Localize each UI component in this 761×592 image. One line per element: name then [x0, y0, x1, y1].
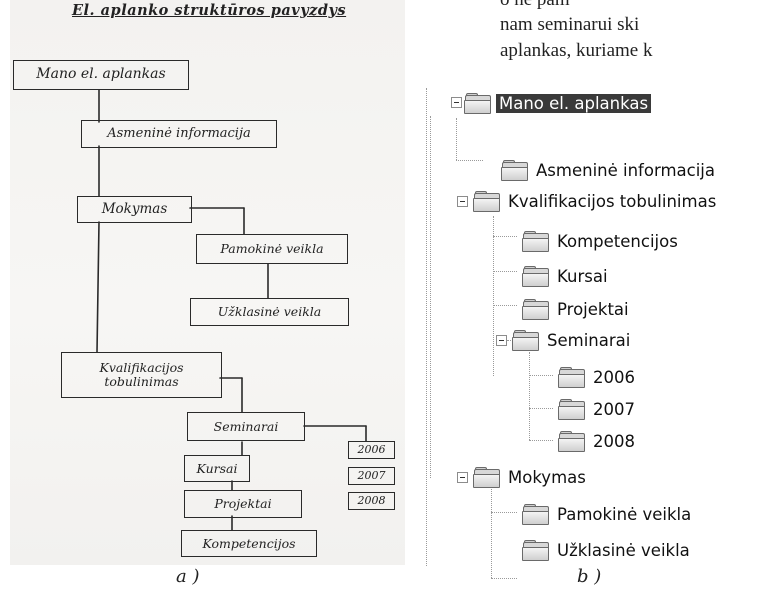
tree-item-lesson[interactable]: Pamokinė veikla [521, 502, 694, 526]
tree-item-label: 2006 [593, 367, 635, 387]
collapse-icon[interactable] [496, 335, 507, 346]
collapse-icon[interactable] [457, 196, 468, 207]
tree-item-courses[interactable]: Kursai [521, 264, 611, 288]
tree-guide [493, 271, 517, 272]
collapse-icon[interactable] [451, 97, 462, 108]
tree-item-label: Užklasinė veikla [557, 540, 690, 560]
folder-icon [521, 540, 549, 561]
tree-item-root[interactable]: Mano el. aplankas [463, 91, 652, 115]
folder-icon [472, 467, 500, 488]
tree-item-personal[interactable]: Asmeninė informacija [500, 158, 718, 182]
tree-guide [491, 486, 492, 578]
tree-item-2006[interactable]: 2006 [557, 365, 638, 389]
sketch-node-seminars: Seminarai [187, 412, 305, 441]
handwritten-sketch: El. aplanko struktūros pavyzdys Mano el.… [10, 0, 405, 565]
tree-item-qualification[interactable]: Kvalifikacijos tobulinimas [472, 189, 719, 213]
body-text-line-3: aplankas, kuriame k [500, 40, 653, 61]
tree-item-label: 2008 [593, 431, 635, 451]
folder-icon [511, 330, 539, 351]
caption-a: a ) [176, 566, 200, 587]
tree-item-label: Pamokinė veikla [557, 504, 692, 524]
body-text-line-2: nam seminarui ski [500, 14, 640, 35]
tree-guide [426, 88, 427, 566]
tree-guide [529, 408, 553, 409]
sketch-node-projects: Projektai [184, 490, 302, 518]
tree-guide [456, 160, 483, 161]
tree-item-projects[interactable]: Projektai [521, 297, 632, 321]
sketch-node-2006: 2006 [348, 441, 395, 459]
sketch-connectors [96, 89, 367, 531]
tree-item-teaching[interactable]: Mokymas [472, 465, 589, 489]
tree-guide [529, 352, 530, 440]
sketch-title: El. aplanko struktūros pavyzdys [72, 2, 347, 19]
folder-icon [557, 431, 585, 452]
tree-item-label: Projektai [557, 299, 629, 319]
folder-icon [557, 399, 585, 420]
tree-item-2007[interactable]: 2007 [557, 397, 638, 421]
folder-icon [521, 299, 549, 320]
tree-item-label: Mokymas [508, 467, 586, 487]
folder-icon [521, 231, 549, 252]
tree-guide [493, 305, 517, 306]
folder-icon [500, 160, 528, 181]
tree-guide [491, 578, 517, 579]
sketch-node-2007: 2007 [348, 467, 395, 485]
sketch-node-teaching: Mokymas [77, 196, 192, 223]
tree-guide [493, 236, 517, 237]
tree-item-label: 2007 [593, 399, 635, 419]
sketch-node-extra: Užklasinė veikla [190, 298, 349, 326]
tree-item-2008[interactable]: 2008 [557, 429, 638, 453]
folder-icon [521, 266, 549, 287]
tree-item-label: Kvalifikacijos tobulinimas [508, 191, 717, 211]
folder-icon [557, 367, 585, 388]
sketch-node-personal: Asmeninė informacija [81, 120, 277, 148]
tree-item-seminars[interactable]: Seminarai [511, 328, 633, 352]
tree-guide [529, 440, 553, 441]
caption-b: b ) [577, 566, 602, 587]
sketch-node-2008: 2008 [348, 492, 395, 510]
body-text-line-1: o ne pam [500, 0, 570, 11]
tree-guide [430, 116, 431, 478]
tree-item-extra[interactable]: Užklasinė veikla [521, 538, 693, 562]
tree-guide [456, 118, 457, 160]
folder-tree: Mano el. aplankas Asmeninė informacija K… [411, 88, 761, 579]
tree-guide [491, 512, 517, 513]
collapse-icon[interactable] [457, 472, 468, 483]
tree-item-competences[interactable]: Kompetencijos [521, 229, 681, 253]
tree-item-label: Seminarai [547, 330, 631, 350]
sketch-node-courses: Kursai [184, 455, 250, 482]
sketch-node-competences: Kompetencijos [181, 530, 317, 557]
tree-item-label: Kursai [557, 266, 608, 286]
folder-icon [463, 93, 491, 114]
folder-icon [472, 191, 500, 212]
tree-guide [493, 216, 494, 376]
tree-item-label: Asmeninė informacija [536, 160, 715, 180]
tree-guide [529, 375, 553, 376]
sketch-node-qualification: Kvalifikacijos tobulinimas [61, 352, 222, 398]
sketch-node-root: Mano el. aplankas [13, 60, 189, 90]
tree-item-label: Kompetencijos [557, 231, 678, 251]
sketch-node-lesson: Pamokinė veikla [196, 234, 348, 264]
tree-item-label: Mano el. aplankas [496, 93, 652, 113]
folder-icon [521, 504, 549, 525]
